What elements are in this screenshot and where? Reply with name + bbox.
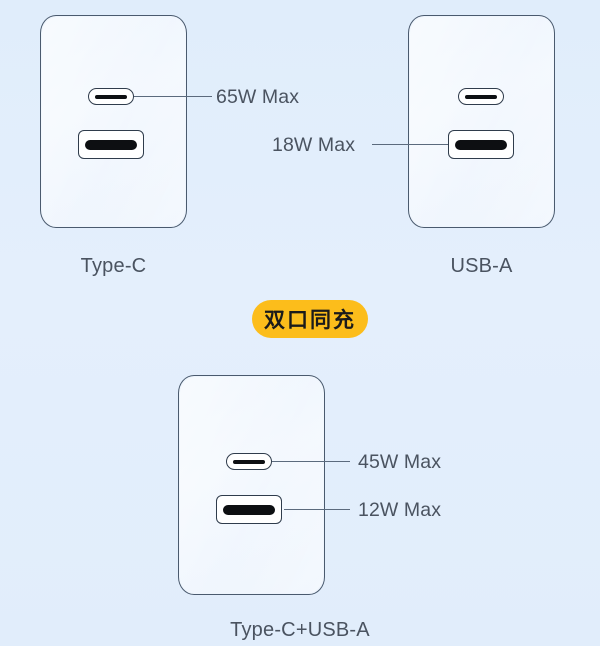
usb-a-port-top-right [448,130,514,159]
leader-line-bottom-a [284,509,350,511]
usb-a-port-slot [85,139,137,150]
leader-line-bottom-c [272,461,350,463]
callout-top-right-a: 18W Max [272,134,356,156]
usb-a-port-slot [455,139,507,150]
callout-bottom-c: 45W Max [358,451,442,473]
leader-line-top-right-a [372,144,448,146]
caption-top-right: USB-A [450,255,513,277]
usb-a-port-slot [223,504,275,515]
caption-bottom: Type-C+USB-A [230,619,370,641]
charger-bottom [178,375,325,595]
caption-top-left: Type-C [80,255,147,277]
usb-c-port-slot [233,459,265,464]
charger-top-right [408,15,555,228]
usb-c-port-slot [95,94,127,99]
usb-c-port-bottom [226,453,272,470]
callout-bottom-a: 12W Max [358,499,442,521]
usb-c-port-top-left [88,88,134,105]
usb-a-port-top-left [78,130,144,159]
usb-a-port-bottom [216,495,282,524]
usb-c-port-slot [465,94,497,99]
leader-line-top-left-c [134,96,212,98]
usb-c-port-top-right [458,88,504,105]
dual-port-badge: 双口同充 [252,300,368,338]
callout-top-left-c: 65W Max [216,86,300,108]
charger-top-left [40,15,187,228]
